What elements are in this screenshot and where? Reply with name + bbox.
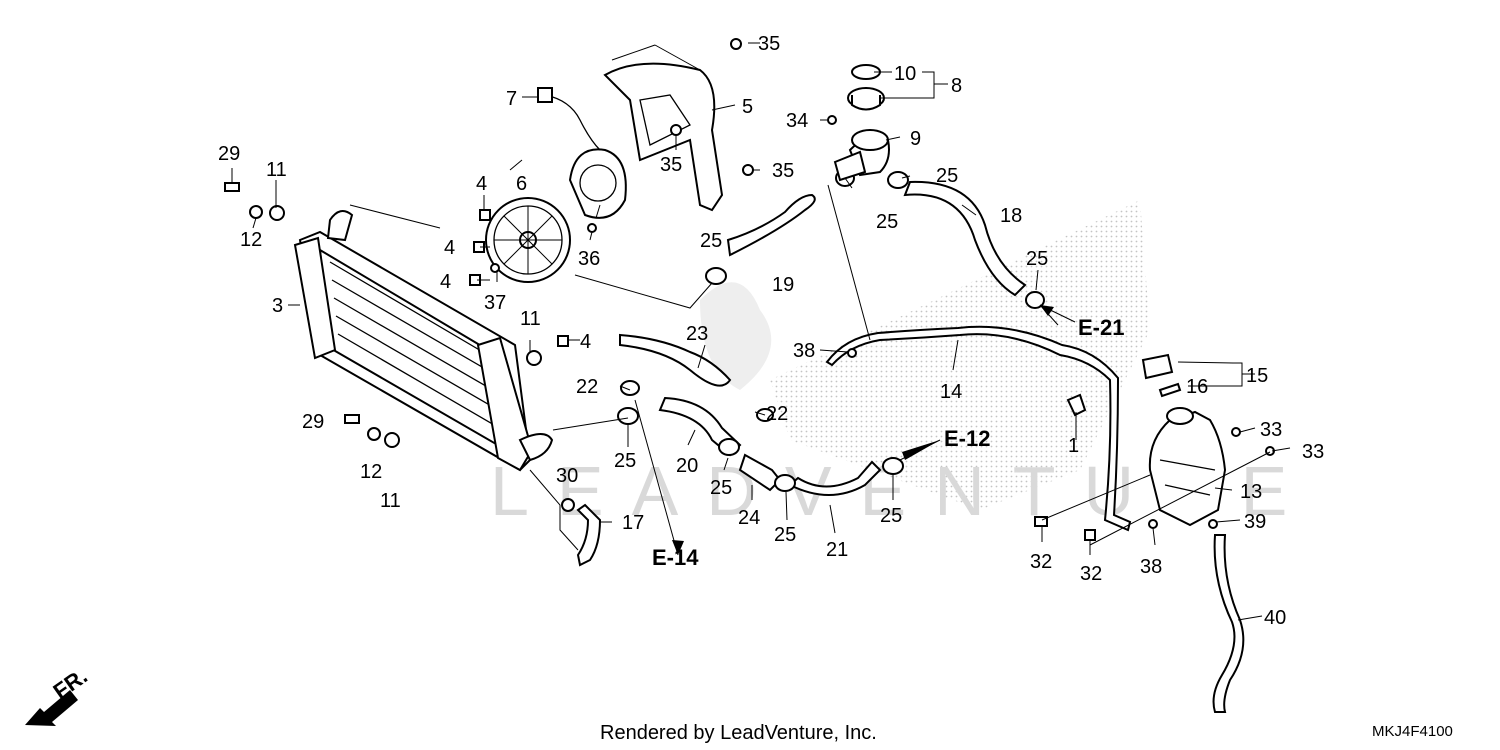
callout-29b: 29	[302, 411, 324, 433]
callout-25g: 25	[774, 524, 796, 546]
callout-21: 21	[826, 539, 848, 561]
ref-e14: E-14	[652, 545, 699, 570]
front-direction-label: FR.	[49, 663, 92, 704]
callout-35b: 35	[660, 154, 682, 176]
reserve-tank	[1148, 407, 1227, 527]
callout-33b: 33	[1302, 441, 1324, 463]
fan-motor	[537, 87, 627, 219]
callout-38a: 38	[793, 340, 815, 362]
small-hardware	[224, 38, 1275, 541]
callout-13: 13	[1240, 481, 1262, 503]
callout-25d: 25	[1026, 248, 1048, 270]
callout-35a: 35	[758, 33, 780, 55]
callout-22b: 22	[766, 403, 788, 425]
hoses	[619, 180, 1245, 713]
callout-23: 23	[686, 323, 708, 345]
callout-18: 18	[1000, 205, 1022, 227]
callout-32b: 32	[1080, 563, 1102, 585]
reference-arrows	[25, 304, 1076, 726]
callout-15: 15	[1246, 365, 1268, 387]
callout-4d: 4	[580, 331, 591, 353]
callout-33a: 33	[1260, 419, 1282, 441]
callout-32a: 32	[1030, 551, 1052, 573]
callout-25b: 25	[936, 165, 958, 187]
callout-37: 37	[484, 292, 506, 314]
callout-10: 10	[894, 63, 916, 85]
callout-36: 36	[578, 248, 600, 270]
fan-shroud	[603, 62, 724, 212]
callout-5: 5	[742, 96, 753, 118]
radiator-cap	[847, 64, 885, 111]
tank-cap	[1141, 353, 1182, 398]
radiator	[293, 210, 554, 472]
callout-38b: 38	[1140, 556, 1162, 578]
callout-14: 14	[940, 381, 962, 403]
callout-40: 40	[1264, 607, 1286, 629]
callout-19: 19	[772, 274, 794, 296]
callout-6: 6	[516, 173, 527, 195]
callout-9: 9	[910, 128, 921, 150]
ref-e21: E-21	[1078, 315, 1124, 340]
callout-12a: 12	[240, 229, 262, 251]
callout-12b: 12	[360, 461, 382, 483]
callout-3: 3	[272, 295, 283, 317]
callout-25e: 25	[614, 450, 636, 472]
front-direction-arrow	[25, 690, 78, 726]
callout-25a: 25	[700, 230, 722, 252]
callout-11a: 11	[266, 159, 287, 181]
callout-11c: 11	[380, 490, 401, 512]
callout-24: 24	[738, 507, 760, 529]
callout-labels: 1 3 4 4 4 4 5 6 7 8 9 10 11 11 11 12 12 …	[218, 33, 1324, 629]
callout-25f: 25	[710, 477, 732, 499]
ref-e12: E-12	[944, 426, 990, 451]
section-references: E-21 E-12 E-14	[652, 315, 1124, 570]
callout-25c: 25	[876, 211, 898, 233]
callout-39: 39	[1244, 511, 1266, 533]
callout-7: 7	[506, 88, 517, 110]
callout-25h: 25	[880, 505, 902, 527]
callout-1: 1	[1068, 435, 1079, 457]
callout-20: 20	[676, 455, 698, 477]
filler-neck	[833, 129, 890, 182]
stay	[576, 503, 602, 567]
callout-4b: 4	[444, 237, 455, 259]
callout-22a: 22	[576, 376, 598, 398]
callout-29a: 29	[218, 143, 240, 165]
callout-11b: 11	[520, 308, 541, 330]
fan	[485, 197, 571, 283]
callout-34: 34	[786, 110, 808, 132]
diagram-code: MKJ4F4100	[1372, 723, 1453, 740]
callout-35c: 35	[772, 160, 794, 182]
callout-30: 30	[556, 465, 578, 487]
callout-4c: 4	[440, 271, 451, 293]
callout-4a: 4	[476, 173, 487, 195]
leader-lines	[231, 42, 1291, 621]
callout-8: 8	[951, 75, 962, 97]
callout-16: 16	[1186, 376, 1208, 398]
footer-credit: Rendered by LeadVenture, Inc.	[600, 722, 877, 744]
callout-17: 17	[622, 512, 644, 534]
